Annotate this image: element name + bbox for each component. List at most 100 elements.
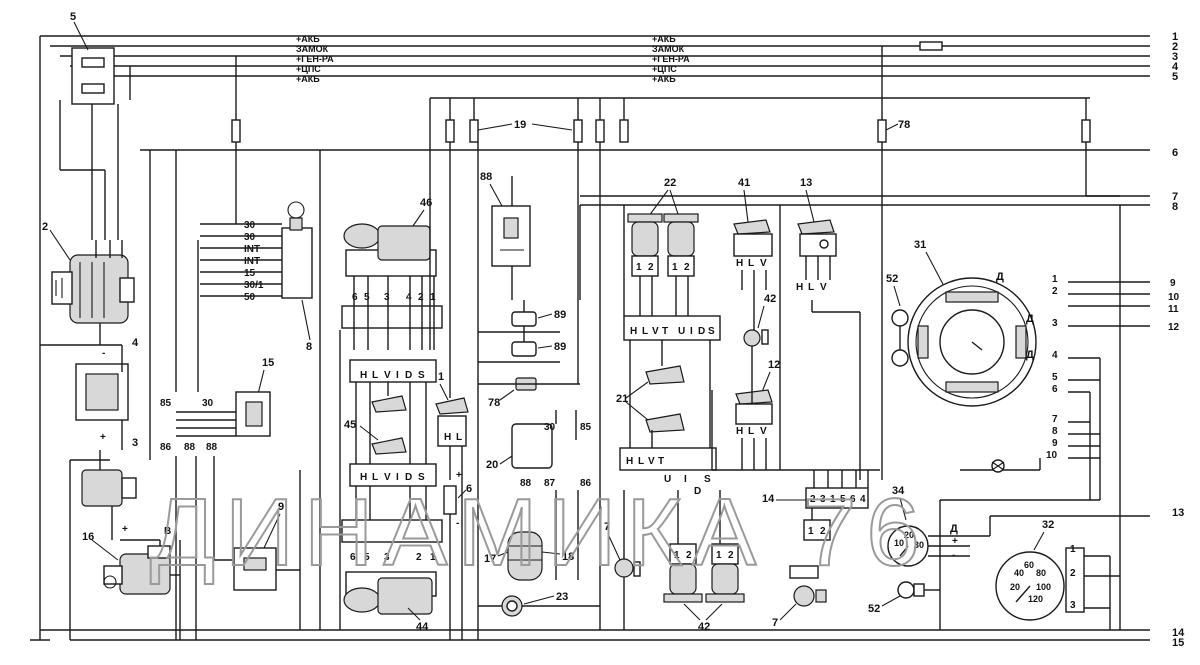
wire-number: 5 — [1172, 71, 1178, 83]
pin-label: U — [664, 474, 671, 485]
component-number: 52 — [868, 603, 880, 615]
pin-label: 30 — [202, 398, 214, 409]
d-label: Д — [1026, 313, 1034, 325]
pin-label: 3 — [384, 292, 390, 303]
pin-label: 5 — [1052, 372, 1058, 383]
motor-44: 6 5 3 2 1 44 — [341, 519, 443, 633]
pin-label: 1 — [636, 262, 642, 273]
pin-label: 4 — [860, 494, 866, 505]
wire-number: 2 — [1172, 41, 1178, 53]
pin-label: L — [642, 326, 648, 337]
pin-label: 86 — [580, 478, 592, 489]
pin-label: I — [690, 326, 693, 337]
relay-88: 88 — [477, 142, 531, 640]
pin-label: S — [704, 474, 711, 485]
pin-label: 5 — [364, 292, 370, 303]
component-number: 89 — [554, 309, 566, 321]
pin-label: 1 — [672, 262, 678, 273]
starter-relay-3: 3 + — [69, 437, 138, 640]
pin-label: 9 — [1170, 278, 1176, 289]
pin-label: 2 — [728, 550, 734, 561]
pin-label: 2 — [648, 262, 654, 273]
component-number: 4 — [132, 337, 139, 349]
fuse-block-5: 5 — [59, 11, 119, 240]
fuses-19: 19 78 — [231, 46, 1091, 350]
pin-label: 7 — [1052, 414, 1058, 425]
bus-label: +ЦПС — [296, 64, 321, 74]
pin-label: 87 — [544, 478, 556, 489]
pin-label: I — [396, 370, 399, 381]
tick-label: 20 — [904, 530, 914, 540]
component-number: 42 — [764, 293, 776, 305]
component-number: 9 — [278, 501, 284, 513]
pumps-22: 22 1 2 1 2 — [627, 177, 699, 316]
pin-label: 88 — [184, 442, 196, 453]
pin-label: D — [405, 472, 412, 483]
component-number: 3 — [132, 437, 138, 449]
relay-20: 20 30 85 88 87 86 — [486, 142, 601, 630]
component-number: 5 — [70, 11, 76, 23]
pin-label: H — [444, 432, 451, 443]
component-number: 17 — [484, 553, 496, 565]
pin-label: 5 — [364, 552, 370, 563]
pin-label: V — [384, 370, 391, 381]
regulator-4: 4 - + — [40, 337, 139, 450]
pin-label: 30 — [244, 220, 256, 231]
pin-label: D — [698, 326, 705, 337]
pin-label: 85 — [580, 422, 592, 433]
bus-label: +АКБ — [296, 74, 320, 84]
tick-label: 30 — [914, 540, 924, 550]
pin-label: 30/1 — [244, 280, 264, 291]
pin-label: 1 — [1052, 274, 1058, 285]
pin-label: D — [405, 370, 412, 381]
tick-label: 120 — [1028, 594, 1043, 604]
pin-label: 1 — [430, 292, 436, 303]
pin-label: 2 — [1070, 568, 1076, 579]
component-number: 16 — [82, 531, 94, 543]
block-14: 2 3 1 5 6 4 14 — [762, 470, 869, 509]
pin-label: 10 — [1046, 450, 1058, 461]
pin-label: + — [456, 470, 462, 481]
right-wire-numbers: 1 2 3 4 5 6 7 8 13 14 15 — [1172, 31, 1185, 649]
component-number: 12 — [768, 359, 780, 371]
component-number: 89 — [554, 341, 566, 353]
component-number: 45 — [344, 419, 356, 431]
ignition-pins: 30 30 INT INT 15 30/1 50 — [244, 220, 264, 303]
pin-label: 88 — [206, 442, 218, 453]
pin-label: - — [102, 348, 105, 359]
component-number: 32 — [1042, 519, 1054, 531]
pin-label: 12 — [1168, 322, 1180, 333]
component-number: 23 — [556, 591, 568, 603]
pin-label: V — [652, 326, 659, 337]
pin-label: 88 — [520, 478, 532, 489]
component-number: 78 — [898, 119, 910, 131]
wire-number: 14 — [1172, 627, 1185, 639]
wire-number: 8 — [1172, 201, 1178, 213]
component-number: 21 — [616, 393, 628, 405]
gauge-34: 34 10 20 30 Д + - — [887, 485, 1150, 567]
pin-label: B — [164, 526, 171, 537]
tick-label: 60 — [1024, 560, 1034, 570]
pin-label: L — [808, 282, 814, 293]
bus-label: ЗАМОК — [296, 44, 329, 54]
pin-label: I — [684, 474, 687, 485]
pin-label: 5 — [840, 494, 846, 505]
pin-label: L — [372, 472, 378, 483]
pin-label: 2 — [686, 550, 692, 561]
component-number: 1 — [438, 371, 444, 383]
pin-label: 2 — [820, 526, 826, 537]
relay-15: 15 85 30 86 88 88 — [160, 150, 274, 640]
component-number: 7 — [772, 617, 778, 629]
pin-label: 4 — [406, 292, 412, 303]
module-9: 9 — [213, 470, 301, 630]
component-number: 6 — [466, 483, 472, 495]
pin-label: L — [748, 426, 754, 437]
motor-7-right: 1 2 7 — [772, 508, 831, 629]
pin-label: 1 — [1070, 544, 1076, 555]
pin-label: S — [418, 472, 425, 483]
pin-label: L — [638, 456, 644, 467]
misc-wires — [129, 66, 1120, 630]
bus-label: +ГЕН-РА — [296, 54, 334, 64]
bus-label: +АКБ — [296, 34, 320, 44]
